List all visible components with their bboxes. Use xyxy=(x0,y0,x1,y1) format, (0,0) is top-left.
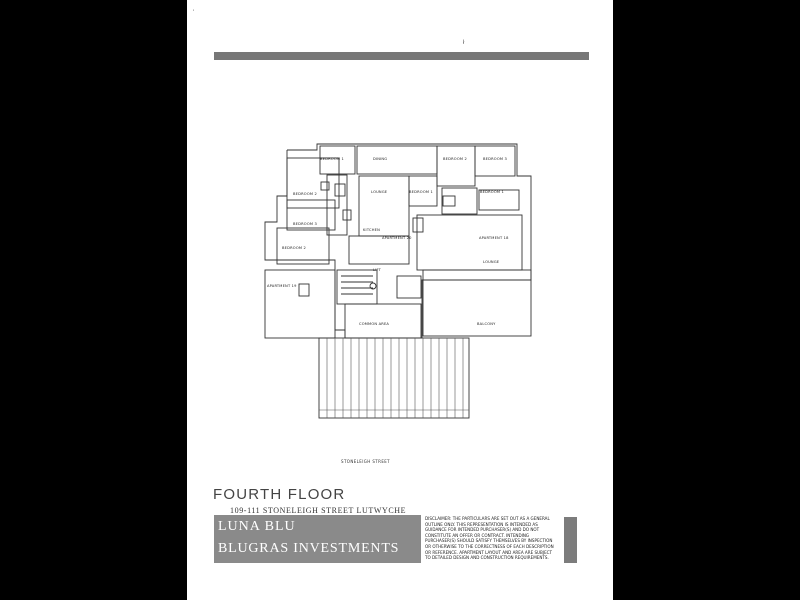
plan-label: BEDROOM 3 xyxy=(483,157,507,161)
plan-label: BALCONY xyxy=(477,322,496,326)
address: 109-111 STONELEIGH STREET LUTWYCHE xyxy=(230,506,407,515)
speck: ł xyxy=(463,40,465,46)
floor-title: FOURTH FLOOR xyxy=(213,486,346,503)
room-wall xyxy=(348,235,410,265)
plan-label: COMMON AREA xyxy=(359,322,390,326)
plan-label: BEDROOM 1 xyxy=(320,157,344,161)
plan-label: APARTMENT 18 xyxy=(479,236,509,240)
side-bar xyxy=(564,517,577,563)
disclaimer-text: DISCLAIMER: THE PARTICULARS ARE SET OUT … xyxy=(425,516,554,561)
stair-core xyxy=(336,269,378,305)
room-wall xyxy=(478,189,520,211)
balcony-deck xyxy=(318,337,470,419)
plan-label: BEDROOM 1 xyxy=(480,190,504,194)
brand-name: LUNA BLU xyxy=(218,519,296,534)
room-wall xyxy=(416,214,523,271)
brand-bar xyxy=(214,515,421,563)
plan-label: BEDROOM 2 xyxy=(443,157,467,161)
room-wall xyxy=(408,175,438,207)
plan-label: BEDROOM 2 xyxy=(293,192,317,196)
plan-label: APARTMENT 20 xyxy=(382,236,412,240)
developer-name: BLUGRAS INVESTMENTS xyxy=(218,541,400,556)
room-wall xyxy=(264,269,336,339)
floor-plan-page: ' ł xyxy=(187,0,613,600)
floor-plan-drawing: BEDROOM 1 DINING BEDROOM 2 BEDROOM 3 BED… xyxy=(187,0,613,600)
plan-label: BEDROOM 3 xyxy=(293,222,317,226)
building-outline xyxy=(264,143,532,339)
plan-label: BEDROOM 1 xyxy=(409,190,433,194)
plan-label: BEDROOM 2 xyxy=(282,246,306,250)
room-wall xyxy=(286,157,340,209)
room-wall xyxy=(441,187,478,215)
top-rule xyxy=(214,52,589,60)
street-label: STONELEIGH STREET xyxy=(341,459,391,464)
room-wall xyxy=(276,227,330,265)
plan-label: LOUNGE xyxy=(483,260,500,264)
room-wall xyxy=(422,269,532,337)
room-wall xyxy=(326,174,348,236)
room-wall xyxy=(319,145,356,175)
room-wall xyxy=(358,175,410,237)
room-wall xyxy=(356,145,438,175)
lift xyxy=(396,275,422,299)
plan-label: LIFT xyxy=(373,268,382,272)
speck: ' xyxy=(193,10,195,16)
plan-label: LOUNGE xyxy=(371,190,388,194)
common-area xyxy=(344,303,422,339)
room-wall xyxy=(474,145,516,177)
room-wall xyxy=(436,145,476,187)
plan-label: KITCHEN xyxy=(363,228,380,232)
plan-label: DINING xyxy=(373,157,388,161)
floor-plan-svg xyxy=(264,143,532,419)
room-wall xyxy=(286,199,336,231)
plan-label: APARTMENT 19 xyxy=(267,284,297,288)
